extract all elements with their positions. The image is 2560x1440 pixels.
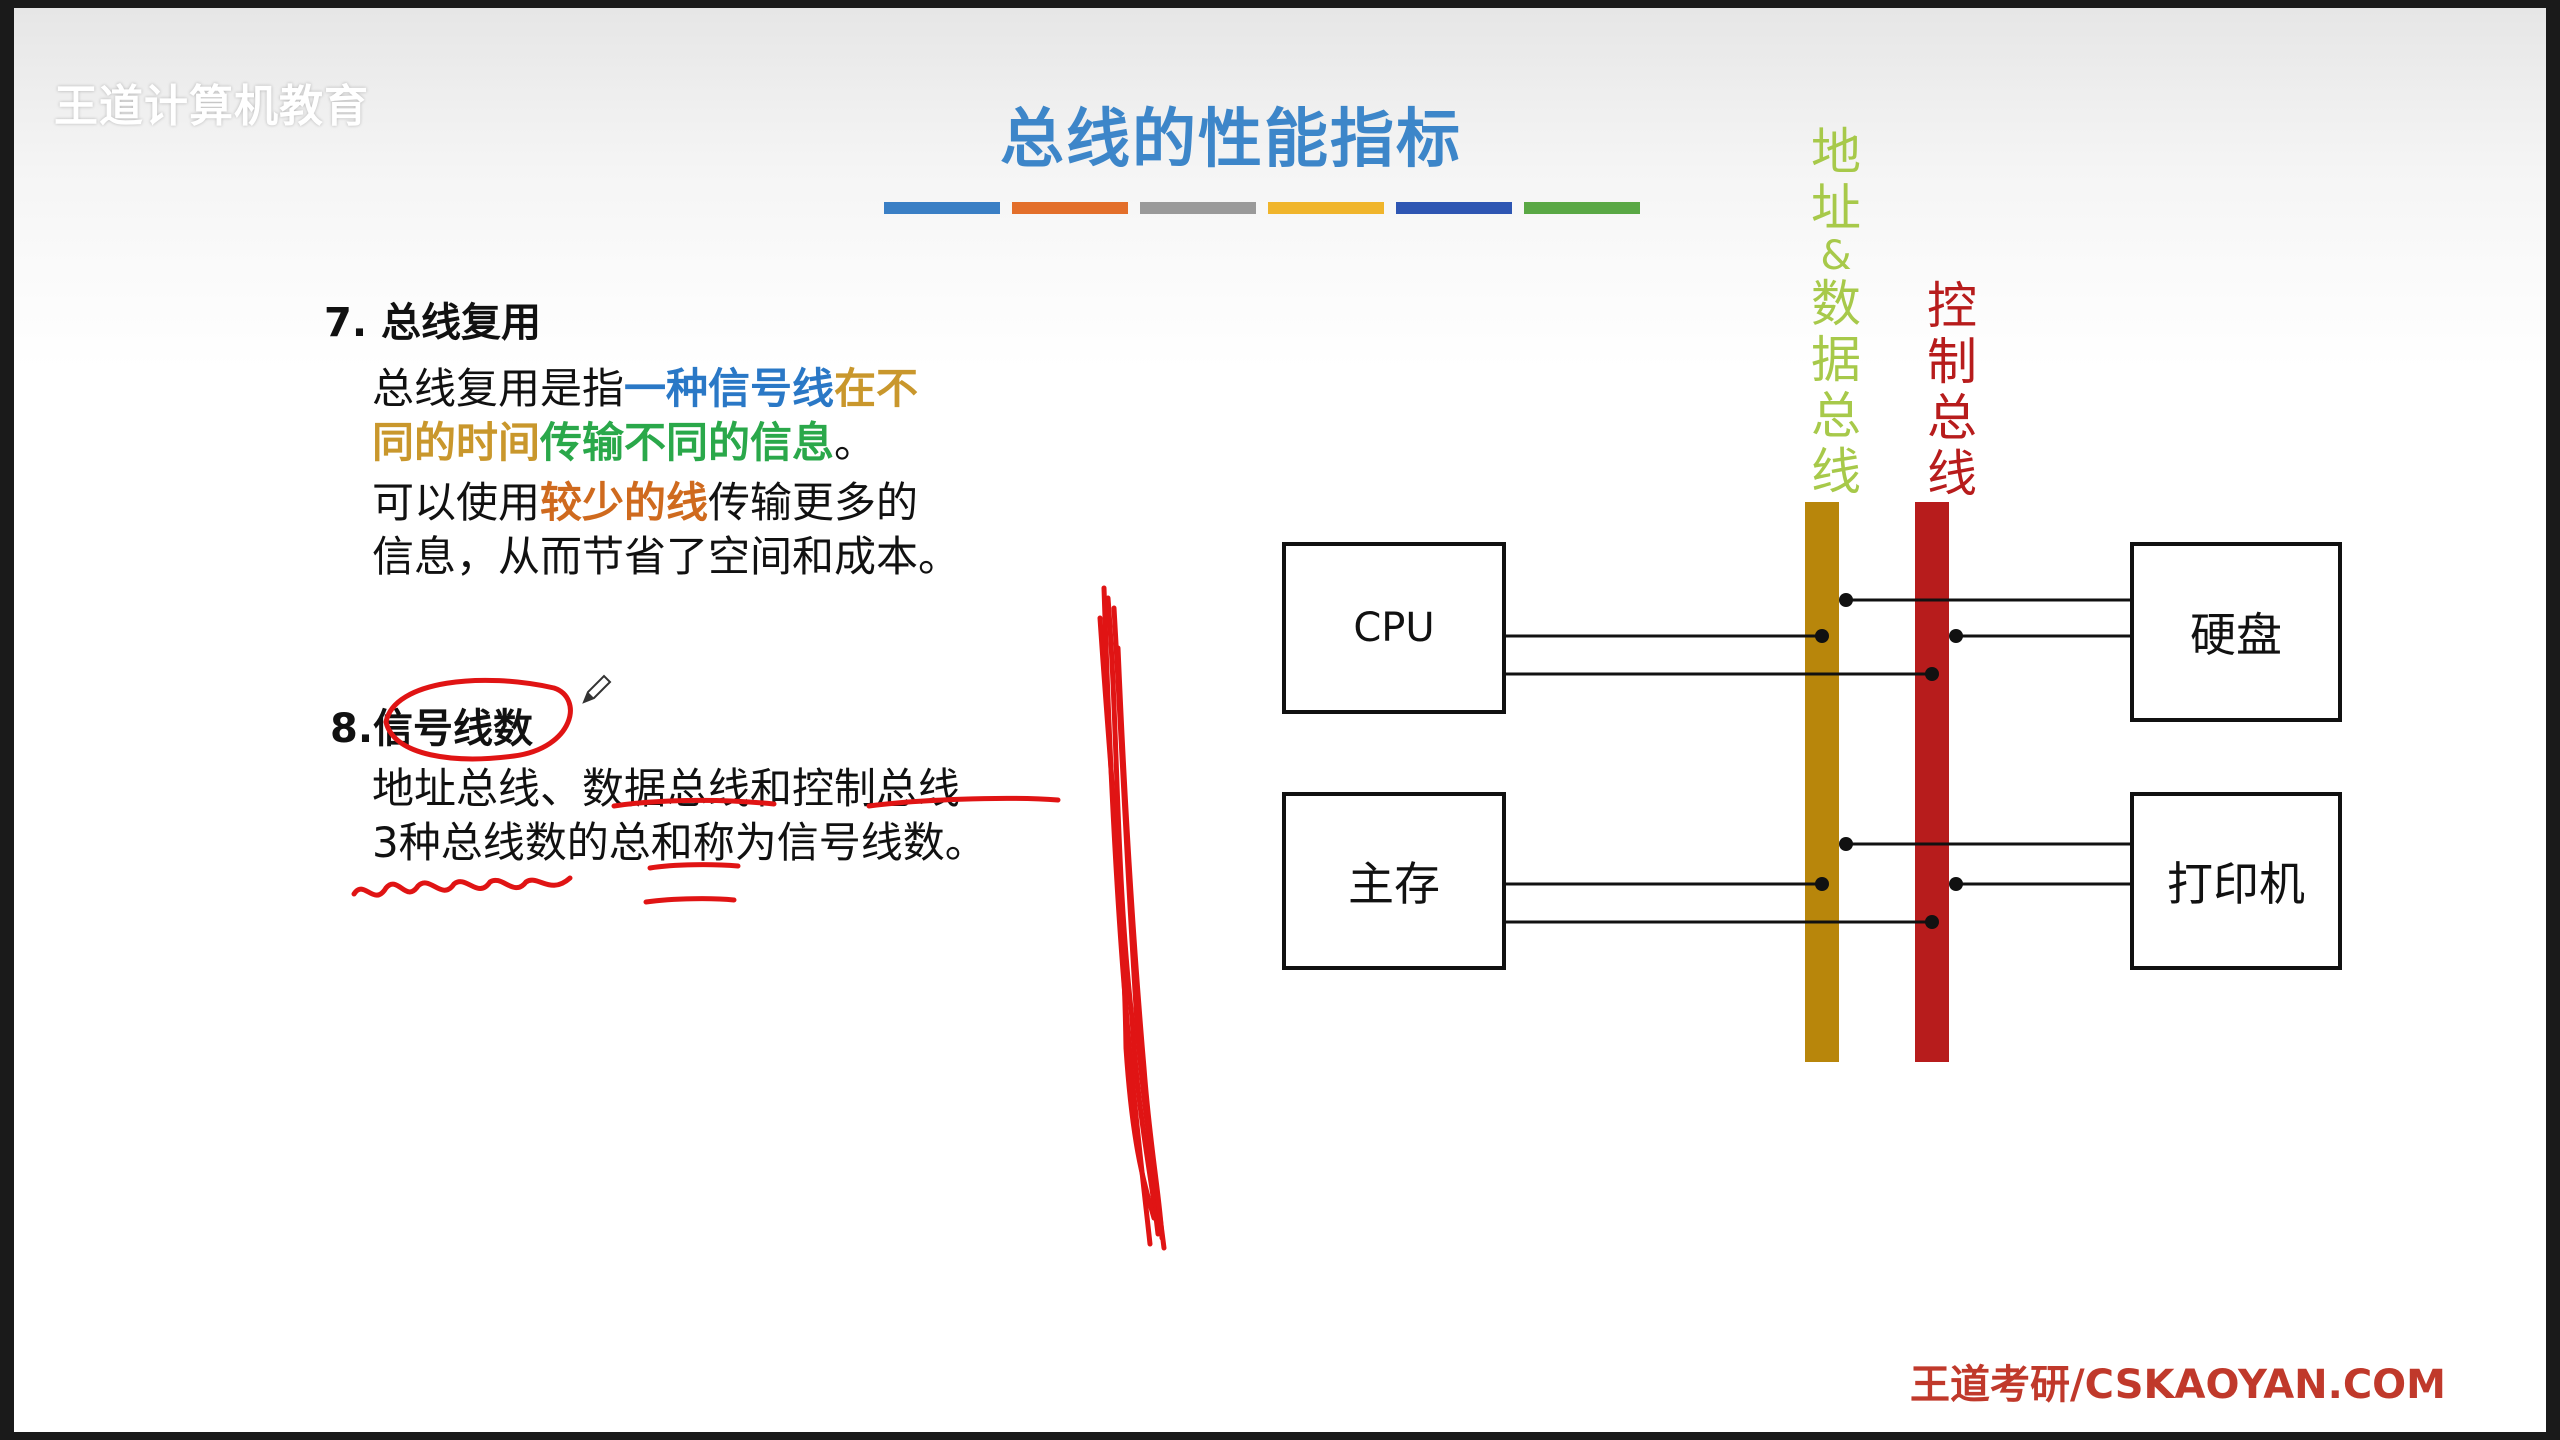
bus-control-label: 控制总线 — [1922, 278, 1982, 502]
section-7-heading: 7. 总线复用 — [324, 300, 541, 346]
annotation-stroke — [1115, 645, 1165, 1241]
text-line: 3种总线数的总和称为信号线数。 — [372, 818, 987, 867]
highlight-gold: 同的时间 — [372, 418, 541, 467]
title-stripe — [1268, 202, 1384, 214]
annotation-squiggle — [351, 875, 573, 898]
vertical-label-char: 总 — [1927, 389, 1977, 447]
text-run: 传输更多的 — [708, 478, 919, 527]
junction-dot — [1815, 877, 1829, 891]
section-number: 8. — [330, 706, 374, 752]
control-bus — [1915, 502, 1949, 1062]
title-stripe — [1012, 202, 1128, 214]
highlight-gold: 在不 — [834, 364, 919, 413]
junction-dot — [1925, 915, 1939, 929]
footer-brand: 王道考研/CSKAOYAN.COM — [1910, 1362, 2446, 1408]
printer-box: 打印机 — [2130, 792, 2342, 970]
annotation-underline — [866, 795, 1061, 809]
bus-addr-data-label: 地址&数据总线 — [1806, 124, 1866, 500]
title-stripe — [884, 202, 1000, 214]
disk-box: 硬盘 — [2130, 542, 2342, 722]
vertical-label-char: 线 — [1811, 443, 1861, 501]
handwritten-annotations — [351, 585, 1167, 1251]
junction-dot — [1815, 629, 1829, 643]
junction-dot — [1839, 593, 1853, 607]
text-run: 总线复用是指 — [372, 364, 625, 413]
highlight-orange: 较少的线 — [540, 478, 709, 527]
text-line: 信息，从而节省了空间和成本。 — [372, 532, 961, 581]
annotation-stroke — [1097, 615, 1157, 1221]
text-line: 总线复用是指一种信号线在不 — [372, 362, 960, 416]
vertical-label-char: 线 — [1927, 445, 1977, 503]
cpu-box: CPU — [1282, 542, 1506, 714]
pen-icon — [582, 674, 612, 704]
text-line: 同的时间传输不同的信息。 — [372, 416, 960, 470]
vertical-label-char: 总 — [1811, 387, 1861, 445]
slide: 王道计算机教育 总线的性能指标 7. 总线复用 总线复用是指一种信号线在不 同的… — [14, 8, 2546, 1432]
annotation-underline — [643, 896, 737, 905]
page-title: 总线的性能指标 — [1000, 103, 1462, 177]
vertical-label-char: 数 — [1811, 275, 1861, 333]
vertical-label-char: 地 — [1811, 123, 1861, 181]
text-run: 。 — [834, 418, 877, 467]
addr-data-bus — [1805, 502, 1839, 1062]
slide-background — [14, 8, 2546, 368]
junction-dot — [1839, 837, 1853, 851]
annotation-circle — [383, 677, 573, 762]
annotation-underline — [611, 797, 777, 809]
title-stripe — [1140, 202, 1256, 214]
vertical-label-char: & — [1820, 233, 1852, 279]
text-run: 可以使用 — [372, 478, 541, 527]
vertical-label-text: 地址&数据总线 — [1806, 124, 1866, 500]
text-line: 可以使用较少的线传输更多的 — [372, 476, 960, 530]
text-line: 地址总线、数据总线和控制总线 — [372, 764, 961, 813]
section-8-text: 地址总线、数据总线和控制总线 3种总线数的总和称为信号线数。 — [372, 762, 987, 870]
highlight-blue: 一种信号线 — [624, 364, 835, 413]
memory-box: 主存 — [1282, 792, 1506, 970]
annotation-underline — [647, 862, 741, 871]
vertical-label-text: 控制总线 — [1922, 278, 1982, 502]
title-stripe — [1524, 202, 1640, 214]
junction-dot — [1949, 877, 1963, 891]
vertical-label-char: 控 — [1927, 277, 1977, 335]
junction-dot — [1925, 667, 1939, 681]
vertical-label-char: 据 — [1811, 331, 1861, 389]
vertical-label-char: 址 — [1811, 179, 1861, 237]
vertical-label-char: 制 — [1927, 333, 1977, 391]
highlight-green: 传输不同的信息 — [540, 418, 835, 467]
watermark: 王道计算机教育 — [54, 81, 369, 132]
section-8-heading: 8.信号线数 — [330, 696, 533, 754]
section-7-text: 总线复用是指一种信号线在不 同的时间传输不同的信息。 可以使用较少的线传输更多的… — [372, 362, 960, 584]
annotation-stroke — [1105, 595, 1161, 1237]
bus-diagram — [1506, 502, 2132, 1062]
junction-dot — [1949, 629, 1963, 643]
title-stripe — [1396, 202, 1512, 214]
